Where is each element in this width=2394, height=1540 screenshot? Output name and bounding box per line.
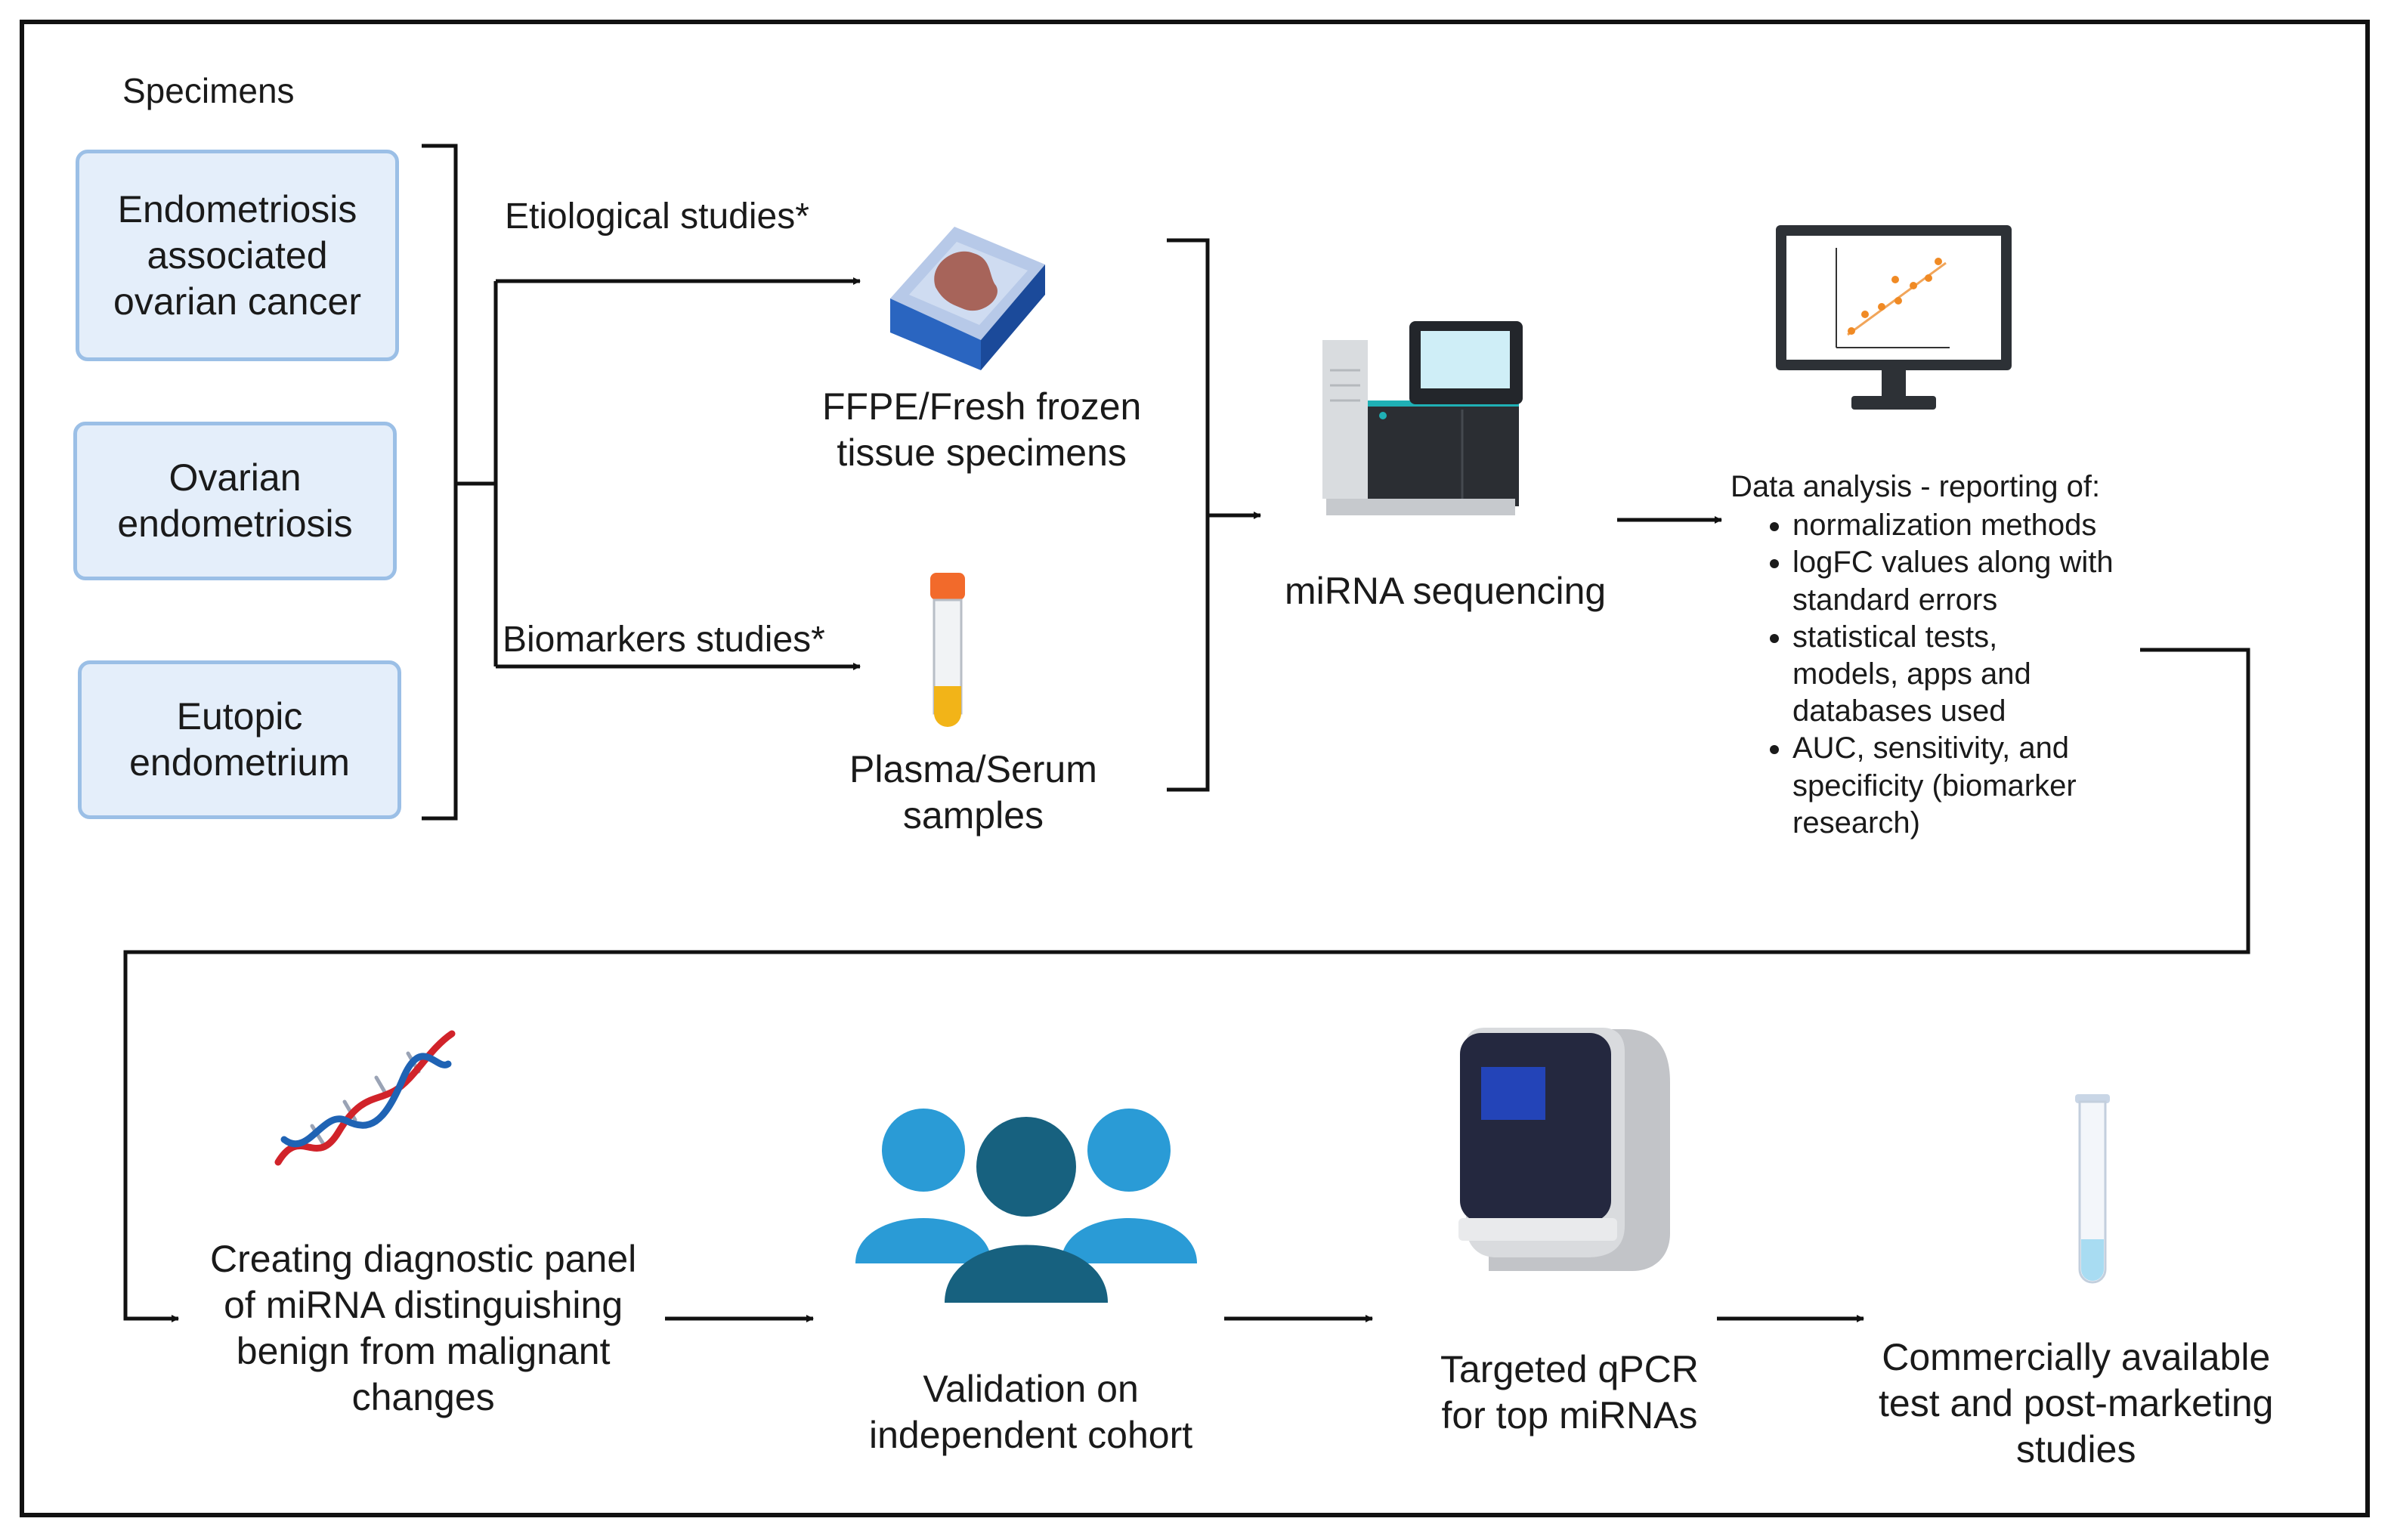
arrow-to-panel	[123, 648, 2250, 1322]
specimen-box-eaoc: Endometriosis associated ovarian cancer	[76, 150, 399, 361]
diagram-frame	[20, 20, 2370, 1517]
tissue-label-line: FFPE/Fresh frozen	[822, 385, 1142, 428]
qpcr-machine-icon	[1458, 1028, 1670, 1271]
specimen-line: endometrium	[129, 741, 350, 784]
analysis-item-line: normalization methods	[1792, 509, 2097, 543]
specimens-title: Specimens	[122, 71, 295, 110]
etiological-label: Etiological studies*	[505, 196, 809, 237]
specimen-line: ovarian cancer	[113, 280, 361, 323]
commercial-label-line: Commercially available	[1882, 1336, 2271, 1378]
panel-label-line: of miRNA distinguishing	[224, 1284, 623, 1326]
analysis-item-line: AUC, sensitivity, and	[1792, 731, 2070, 765]
samples-bracket	[1167, 238, 1210, 792]
panel-label: Creating diagnostic panel of miRNA disti…	[210, 1236, 636, 1421]
sequencer-icon	[1322, 321, 1523, 515]
analysis-item-line: logFC values along with	[1792, 546, 2114, 580]
blood-tube-icon	[930, 573, 965, 727]
analysis-item: statistical tests, models, apps and data…	[1792, 619, 2114, 731]
biomarkers-label: Biomarkers studies*	[503, 620, 825, 660]
analysis-item-line: models, apps and	[1792, 657, 2031, 691]
tissue-label-line: tissue specimens	[837, 431, 1127, 474]
sequencing-label: miRNA sequencing	[1285, 570, 1607, 612]
specimen-line: Ovarian	[169, 456, 302, 499]
qpcr-label-line: for top miRNAs	[1441, 1394, 1698, 1436]
specimen-box-ovarian-endometriosis: Ovarian endometriosis	[73, 422, 397, 580]
analysis-item-line: standard errors	[1792, 583, 1998, 617]
specimen-box-eutopic-endometrium: Eutopic endometrium	[78, 660, 401, 819]
analysis-item-line: databases used	[1792, 694, 2006, 728]
specimen-line: endometriosis	[117, 503, 353, 545]
panel-label-line: changes	[351, 1376, 495, 1418]
plasma-label-line: samples	[902, 794, 1044, 836]
specimen-line: Eutopic	[176, 695, 303, 738]
analysis-item-line: specificity (biomarker	[1792, 768, 2077, 802]
qpcr-label-line: Targeted qPCR	[1440, 1348, 1699, 1390]
analysis-item-line: research)	[1792, 806, 1920, 840]
commercial-label-line: studies	[2016, 1428, 2136, 1470]
validation-label-line: Validation on	[923, 1368, 1139, 1410]
analysis-item: AUC, sensitivity, and specificity (bioma…	[1792, 730, 2114, 842]
qpcr-label: Targeted qPCR for top miRNAs	[1440, 1347, 1699, 1439]
monitor-chart-icon	[1776, 225, 2012, 410]
panel-label-line: benign from malignant	[236, 1330, 611, 1372]
dna-icon	[274, 1030, 456, 1166]
plasma-label-line: Plasma/Serum	[849, 748, 1097, 790]
test-tube-icon	[2075, 1094, 2110, 1284]
analysis-item: normalization methods	[1792, 507, 2114, 544]
plasma-label: Plasma/Serum samples	[849, 747, 1097, 839]
specimen-line: associated	[147, 233, 328, 277]
commercial-label: Commercially available test and post-mar…	[1879, 1334, 2274, 1473]
panel-label-line: Creating diagnostic panel	[210, 1238, 637, 1280]
validation-label: Validation on independent cohort	[869, 1366, 1192, 1458]
specimen-line: Endometriosis	[117, 187, 357, 230]
scatter-points	[1848, 258, 1942, 335]
validation-label-line: independent cohort	[869, 1414, 1193, 1456]
specimens-bracket	[422, 144, 458, 821]
tissue-cassette-icon	[890, 227, 1045, 370]
commercial-label-line: test and post-marketing	[1879, 1382, 2274, 1424]
analysis-item: logFC values along with standard errors	[1792, 544, 2114, 618]
people-group-icon	[855, 1109, 1197, 1303]
analysis-list: normalization methods logFC values along…	[1731, 507, 2114, 842]
data-analysis-text: Data analysis - reporting of: normalizat…	[1731, 468, 2114, 842]
tissue-label: FFPE/Fresh frozen tissue specimens	[822, 384, 1141, 476]
analysis-title: Data analysis - reporting of:	[1731, 470, 2101, 503]
analysis-item-line: statistical tests,	[1792, 620, 1998, 654]
